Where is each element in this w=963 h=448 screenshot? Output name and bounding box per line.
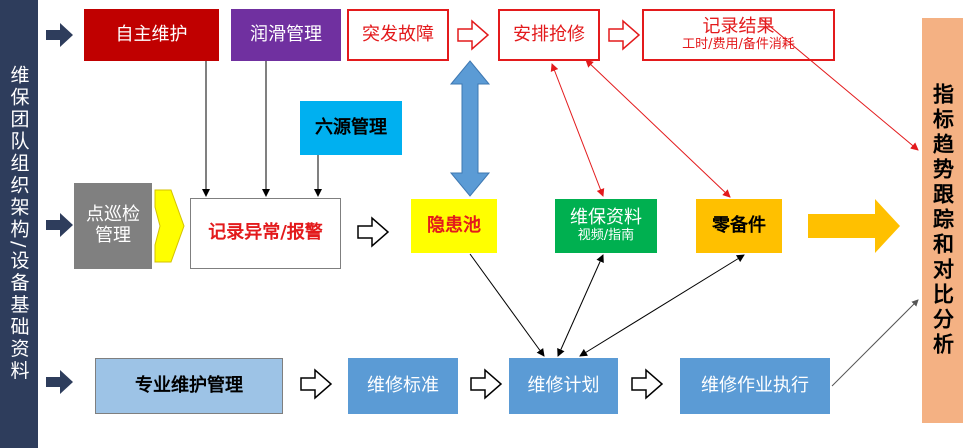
gray-line-exec-to-right	[831, 299, 919, 387]
hollow-arrow-bottom-3	[631, 368, 664, 400]
lubrication-box: 润滑管理	[231, 9, 341, 61]
left-side-bar: 维保团队组织架构/设备基础资料	[0, 0, 38, 448]
self-maint-box: 自主维护	[84, 9, 219, 61]
six-source-box: 六源管理	[300, 101, 402, 155]
red-line-result-to-right	[759, 17, 919, 151]
record-alarm-label: 记录异常/报警	[208, 222, 323, 244]
record-result-label: 记录结果	[702, 16, 775, 38]
left-arrow-bottom	[46, 370, 73, 394]
red-line-repair-to-spareparts	[585, 59, 731, 198]
spare-parts-box: 零备件	[696, 199, 782, 253]
hazard-pool-label: 隐患池	[427, 214, 481, 236]
self-maint-label: 自主维护	[115, 23, 188, 45]
hollow-arrow-top-1	[457, 19, 490, 51]
maint-plan-box: 维修计划	[509, 358, 618, 414]
right-side-box: 指标趋势跟踪和对比分析	[922, 18, 963, 423]
inspection-label: 点巡检管理	[86, 204, 140, 246]
spare-parts-label: 零备件	[712, 214, 766, 236]
maint-standard-label: 维修标准	[367, 374, 439, 396]
hollow-arrow-middle	[357, 216, 390, 248]
left-side-text: 维保团队组织架构/设备基础资料	[7, 65, 30, 383]
arrange-repair-box: 安排抢修	[498, 9, 600, 61]
maint-plan-label: 维修计划	[527, 374, 600, 396]
hollow-arrow-top-2	[608, 19, 641, 51]
record-alarm-box: 记录异常/报警	[190, 198, 341, 269]
hazard-pool-box: 隐患池	[411, 199, 497, 253]
breakdown-label: 突发故障	[362, 23, 434, 45]
maint-exec-label: 维修作业执行	[701, 374, 809, 396]
breakdown-box: 突发故障	[347, 9, 449, 61]
left-arrow-top	[46, 23, 73, 47]
maint-info-label: 维保资料	[570, 207, 642, 229]
left-arrow-middle	[46, 213, 73, 237]
record-result-sub: 工时/费用/备件消耗	[682, 36, 795, 52]
line-plan-to-maintinfo	[557, 254, 604, 357]
pro-maint-box: 专业维护管理	[95, 358, 283, 414]
line-hazard-to-plan	[469, 253, 545, 357]
inspection-box: 点巡检管理	[74, 183, 152, 269]
six-source-label: 六源管理	[315, 116, 387, 138]
lubrication-label: 润滑管理	[250, 23, 322, 45]
maint-info-sub: 视频/指南	[577, 227, 635, 243]
hollow-arrow-bottom-1	[300, 368, 333, 400]
arrange-repair-label: 安排抢修	[513, 23, 585, 45]
line-plan-to-spareparts	[579, 254, 745, 357]
right-side-text: 指标趋势跟踪和对比分析	[930, 83, 955, 358]
maint-exec-box: 维修作业执行	[680, 358, 830, 414]
hollow-arrow-bottom-2	[470, 368, 503, 400]
blue-double-arrow	[449, 60, 491, 197]
maint-standard-box: 维修标准	[348, 358, 458, 414]
red-line-repair-to-maintinfo	[550, 63, 605, 197]
maint-info-box: 维保资料 视频/指南	[555, 199, 657, 253]
orange-block-arrow	[808, 199, 900, 253]
yellow-chevron-arrow	[154, 189, 185, 263]
record-result-box: 记录结果 工时/费用/备件消耗	[642, 9, 835, 61]
pro-maint-label: 专业维护管理	[135, 374, 243, 396]
